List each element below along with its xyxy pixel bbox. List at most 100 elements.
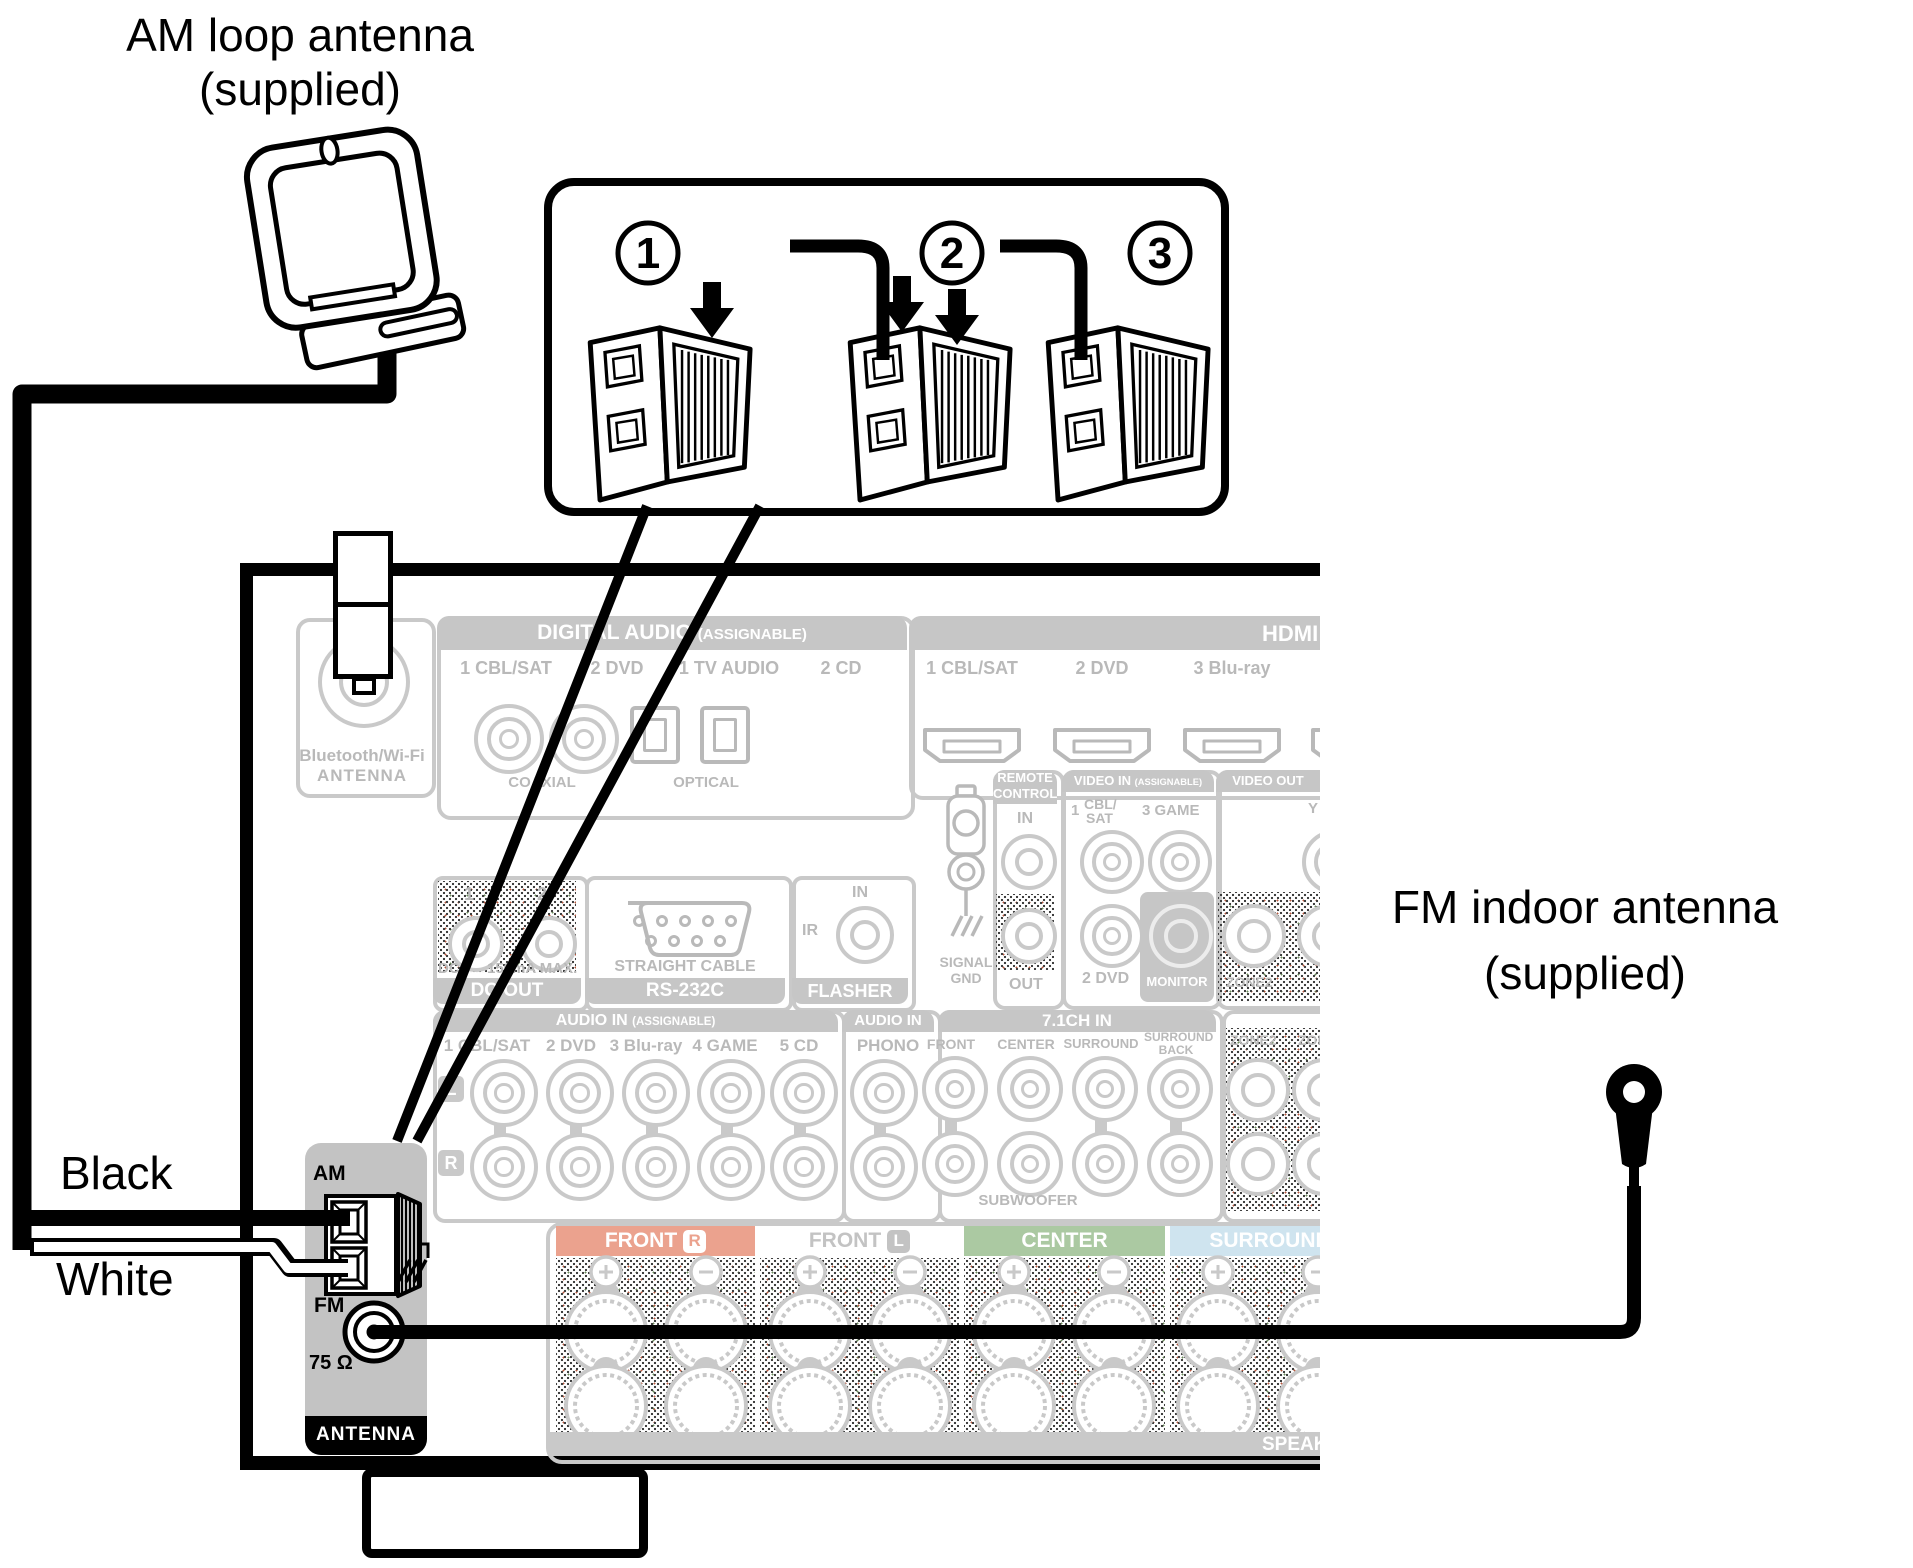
speakers-footer-bar (548, 1432, 1320, 1456)
video-in-header: VIDEO IN (ASSIGNABLE) (1062, 770, 1214, 792)
phono-label: PHONO (856, 1036, 920, 1055)
digital-audio-input-1: 1 CBL/SAT (460, 658, 552, 678)
audio-zone2-label-clipped: ZONE2 (1298, 1032, 1320, 1048)
flasher-footer: FLASHER (792, 978, 908, 1004)
signal-gnd-plug-icon (946, 784, 986, 937)
video-in-title: VIDEO IN (1073, 773, 1131, 788)
speaker-header-center: CENTER (964, 1226, 1165, 1256)
black-wire-label: Black (60, 1147, 173, 1199)
am-loop-antenna-illustration (243, 126, 467, 371)
step-1-number: 1 (636, 229, 660, 278)
ch71-jack (1147, 1131, 1213, 1197)
audio-in-5: 5 CD (779, 1036, 819, 1055)
step-2-number: 2 (940, 229, 964, 278)
digital-audio-header: DIGITAL AUDIO (ASSIGNABLE) (437, 616, 907, 650)
audio-jack (546, 1133, 614, 1201)
remote-out-label: OUT (1009, 976, 1043, 993)
audio-jack (470, 1059, 538, 1127)
am-terminal-label: AM (313, 1162, 346, 1185)
dc-out-1-label: 1 (464, 884, 475, 904)
antenna-footer-bar (305, 1416, 427, 1455)
wifi-antenna-stick-joint (338, 602, 388, 607)
flasher-ir-label: IR (802, 922, 818, 939)
audio-r-badge: R (438, 1150, 464, 1176)
remote-in-label: IN (1017, 810, 1033, 827)
optical-label: OPTICAL (673, 774, 739, 791)
audio-jack (622, 1133, 690, 1201)
ch71-front-label: FRONT (926, 1036, 976, 1052)
component-y-label: Y (1308, 800, 1319, 817)
ch71-jack (922, 1056, 988, 1122)
audio-jack (546, 1059, 614, 1127)
digital-audio-input-4: 2 CD (820, 658, 862, 678)
video-in-jack (1080, 904, 1144, 968)
bluetooth-antenna-label: ANTENNA (316, 766, 408, 785)
leader-line (392, 504, 652, 1143)
monitor-jack (1149, 904, 1213, 968)
flasher-ir-jack (836, 906, 894, 964)
audio-jack (770, 1133, 838, 1201)
dc-out-2-label: 2 (537, 884, 548, 904)
ch71-surround-back-label-1: SURROUND (1144, 1030, 1214, 1044)
remote-in-jack (1001, 834, 1057, 890)
receiver-top-edge (240, 563, 1320, 576)
video-in-sat: SAT (1086, 810, 1113, 826)
audio-jack (697, 1133, 765, 1201)
audio-jack (697, 1059, 765, 1127)
hdmi-input-1: 1 CBL/SAT (926, 658, 1018, 678)
video-out-title: VIDEO OUT (1232, 773, 1304, 788)
fm-coax-cable (374, 1186, 1641, 1339)
remote-label: REMOTE (997, 770, 1053, 785)
digital-audio-title: DIGITAL AUDIO (537, 621, 692, 644)
white-wire-label: White (56, 1253, 174, 1305)
video-in-jack (1080, 830, 1144, 894)
ch71-surround-label: SURROUND (1063, 1036, 1139, 1051)
rs232-db9-connector (628, 901, 752, 957)
audio-jack (770, 1059, 838, 1127)
video-zone2-jack (1222, 904, 1286, 968)
hdmi-input-3: 3 Blu-ray (1193, 658, 1271, 678)
speaker-section (546, 1222, 1320, 1464)
bluetooth-label: Bluetooth/Wi-Fi (299, 746, 425, 765)
audio-zone2-label: ZONE2 (1230, 1032, 1277, 1048)
wifi-antenna-stick-base (352, 677, 376, 695)
ch71-jack (922, 1131, 988, 1197)
gnd-label: GND (950, 970, 982, 986)
coaxial-jack (474, 704, 544, 774)
audio-zone2-jack (1226, 1058, 1290, 1122)
speaker-header-front-r: FRONT R (556, 1226, 755, 1256)
leader-line (412, 503, 765, 1144)
am-antenna-wire (12, 320, 397, 1250)
video-in-subtitle: (ASSIGNABLE) (1134, 777, 1203, 787)
video-out-header: VIDEO OUT (1216, 770, 1320, 792)
video-zone2-label: ZONE2 (1226, 974, 1273, 990)
ch71-header: 7.1CH IN (938, 1010, 1216, 1032)
ground-symbol-icon (396, 1259, 428, 1283)
instruction-box: 1 2 3 (544, 178, 1229, 516)
audio-zone2-block (1222, 1010, 1320, 1223)
fm-antenna-title-line1: FM indoor antenna (1391, 881, 1779, 933)
audio-jack (622, 1059, 690, 1127)
dc-label: DC (438, 960, 460, 977)
fm-antenna-plug-icon (1606, 1064, 1662, 1188)
front-l-label: FRONT (808, 1229, 882, 1252)
audio-zone2-jack (1226, 1132, 1290, 1196)
digital-audio-input-2: 2 DVD (590, 658, 644, 678)
speaker-header-surround: SURROUND (1170, 1226, 1320, 1256)
audio-in-4: 4 GAME (692, 1036, 758, 1055)
monitor-label: MONITOR (1146, 974, 1208, 989)
phono-header: AUDIO IN (842, 1010, 934, 1032)
ch71-jack (1147, 1056, 1213, 1122)
video-in-1: 1 (1071, 802, 1080, 819)
subwoofer-label: SUBWOOFER (978, 1192, 1078, 1209)
front-l-badge: L (887, 1229, 911, 1253)
step-3-number: 3 (1148, 229, 1172, 278)
am-antenna-title-line2: (supplied) (199, 63, 401, 115)
dc-out-jack (521, 916, 577, 972)
fm-antenna-title-line2: (supplied) (1484, 947, 1686, 999)
receiver-rear-panel: Bluetooth/Wi-Fi ANTENNA DIGITAL AUDIO (A… (240, 531, 1320, 1558)
hdmi-title: HDMI (1262, 621, 1319, 646)
step-2-circle (919, 220, 985, 286)
